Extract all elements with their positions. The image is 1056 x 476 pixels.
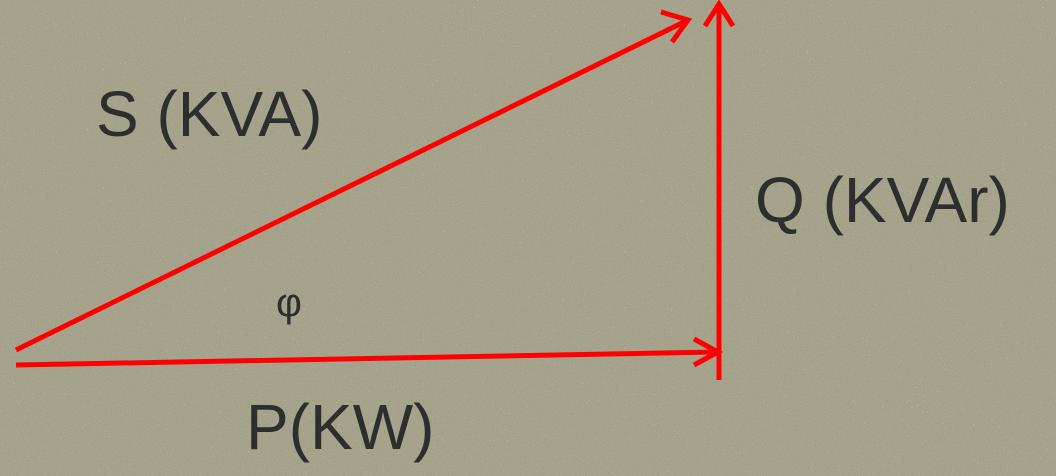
real-power-vector (15, 349, 717, 368)
apparent-power-label: S (KVA) (96, 78, 323, 150)
apparent-power-arrowhead (660, 9, 693, 44)
reactive-power-arrowhead (702, 0, 736, 28)
phase-angle-label: φ (276, 281, 302, 325)
apparent-power-vector (14, 19, 686, 353)
reactive-power-label: Q (KVAr) (755, 164, 1010, 236)
real-power-label: P(KW) (246, 391, 435, 463)
real-power-arrowhead (692, 336, 724, 368)
